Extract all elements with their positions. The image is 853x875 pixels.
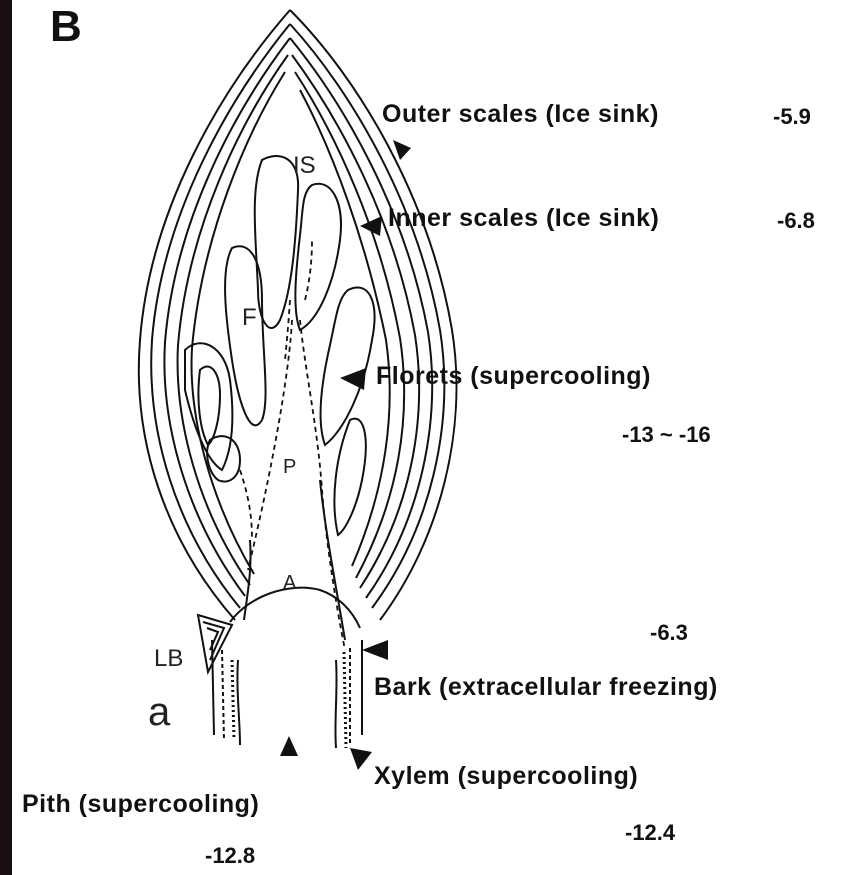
bark-label: Bark (extracellular freezing)	[374, 673, 718, 702]
xylem-label: Xylem (supercooling)	[374, 762, 638, 791]
pith-label: Pith (supercooling)	[22, 790, 259, 819]
bark-xylem-band	[232, 652, 346, 748]
outer-scales-left	[139, 10, 290, 620]
florets-arrow	[340, 368, 366, 390]
tag-a: A	[283, 572, 296, 595]
central-axis	[244, 480, 345, 640]
bark-value: -6.3	[650, 620, 688, 646]
inner-scales-label: Inner scales (Ice sink)	[388, 204, 659, 233]
tag-p: P	[283, 456, 296, 479]
xylem-value: -12.4	[625, 820, 675, 846]
outer-scales-value: -5.9	[773, 104, 811, 130]
florets-value: -13 ~ -16	[622, 422, 711, 448]
lateral-bud	[198, 615, 232, 672]
tag-f: F	[242, 304, 257, 332]
outer-scales-label: Outer scales (Ice sink)	[382, 100, 659, 129]
bark-arrow	[362, 640, 388, 660]
tag-is: IS	[293, 152, 316, 180]
tag-small-a: a	[148, 690, 170, 735]
xylem-arrow	[350, 748, 372, 770]
outer-scales-arrow	[393, 140, 411, 160]
inner-scales-value: -6.8	[777, 208, 815, 234]
tag-lb: LB	[154, 645, 183, 673]
florets	[185, 156, 375, 535]
florets-label: Florets (supercooling)	[376, 362, 651, 391]
pith-arrow	[280, 736, 298, 756]
pith-value: -12.8	[205, 843, 255, 869]
inner-scales-arrow	[360, 216, 382, 236]
